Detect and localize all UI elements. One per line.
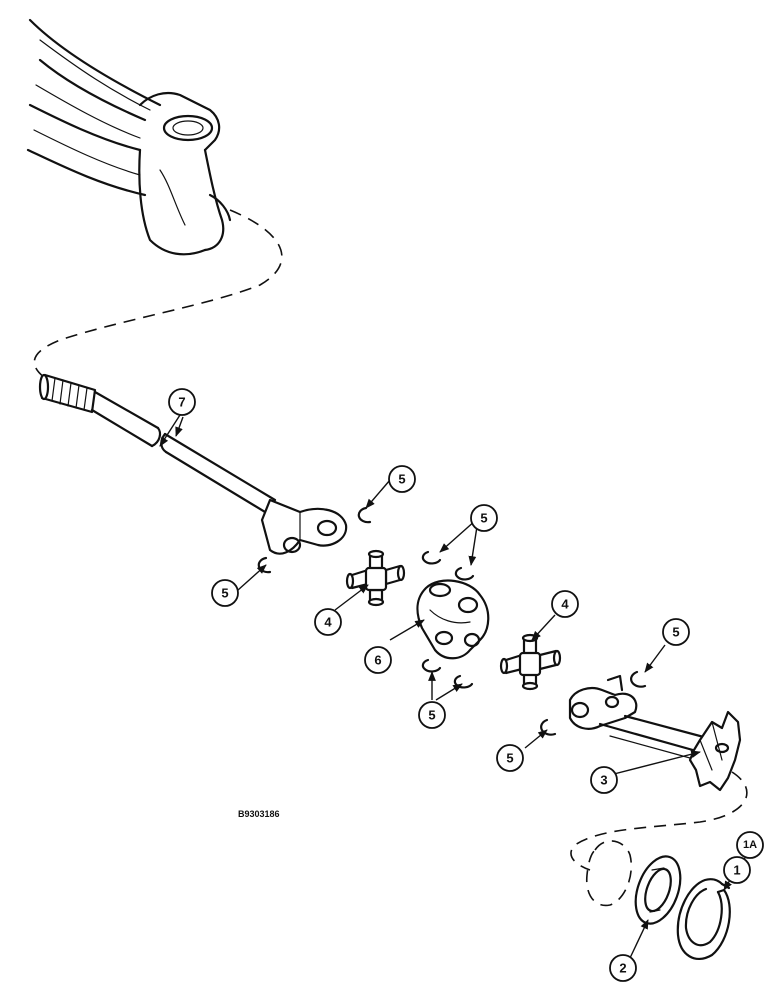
svg-text:7: 7 [178,395,185,410]
assembly-centerline-upper [33,209,283,379]
snap-ring-5-f [453,674,474,689]
svg-text:1: 1 [733,863,740,878]
callout-4-left: 4 [314,608,342,636]
axle-housing [26,18,232,256]
svg-text:5: 5 [480,511,487,526]
cross-and-bearing-4-left [345,549,406,607]
center-yoke-item-6 [416,579,490,660]
snap-ring-5-g [630,670,647,688]
svg-text:6: 6 [374,653,381,668]
snap-ring-5-d [454,566,475,581]
callout-5-center-bottom: 5 [418,701,446,729]
svg-text:2: 2 [619,961,626,976]
svg-text:1A: 1A [743,839,757,851]
callout-6: 6 [364,646,392,674]
callout-4-right: 4 [551,590,579,618]
svg-text:3: 3 [600,773,607,788]
svg-text:5: 5 [221,586,228,601]
callout-5-right-top: 5 [662,618,690,646]
snap-ring-5-a [357,506,372,524]
callout-5-right-bottom: 5 [496,744,524,772]
pinion-shaft-item-3 [568,674,742,792]
svg-text:5: 5 [672,625,679,640]
snap-ring-item-1 [676,878,731,961]
svg-text:5: 5 [398,472,405,487]
svg-text:4: 4 [561,597,569,612]
callout-7: 7 [168,388,196,416]
svg-text:5: 5 [506,751,513,766]
callout-5-center-top: 5 [470,504,498,532]
callout-5-left: 5 [211,579,239,607]
callout-1a: 1A [736,831,764,859]
figure-id-label: B9303186 [238,809,280,819]
snap-ring-5-e [421,658,442,673]
snap-ring-5-c [421,550,442,565]
callout-5-top: 5 [388,465,416,493]
bore-outline [585,840,632,907]
assembly-centerline-lower [570,771,748,871]
callout-2: 2 [609,954,637,982]
callout-1: 1 [723,856,751,884]
svg-text:4: 4 [324,615,332,630]
cross-and-bearing-4-right [499,633,562,691]
callout-3: 3 [590,766,618,794]
svg-text:5: 5 [428,708,435,723]
